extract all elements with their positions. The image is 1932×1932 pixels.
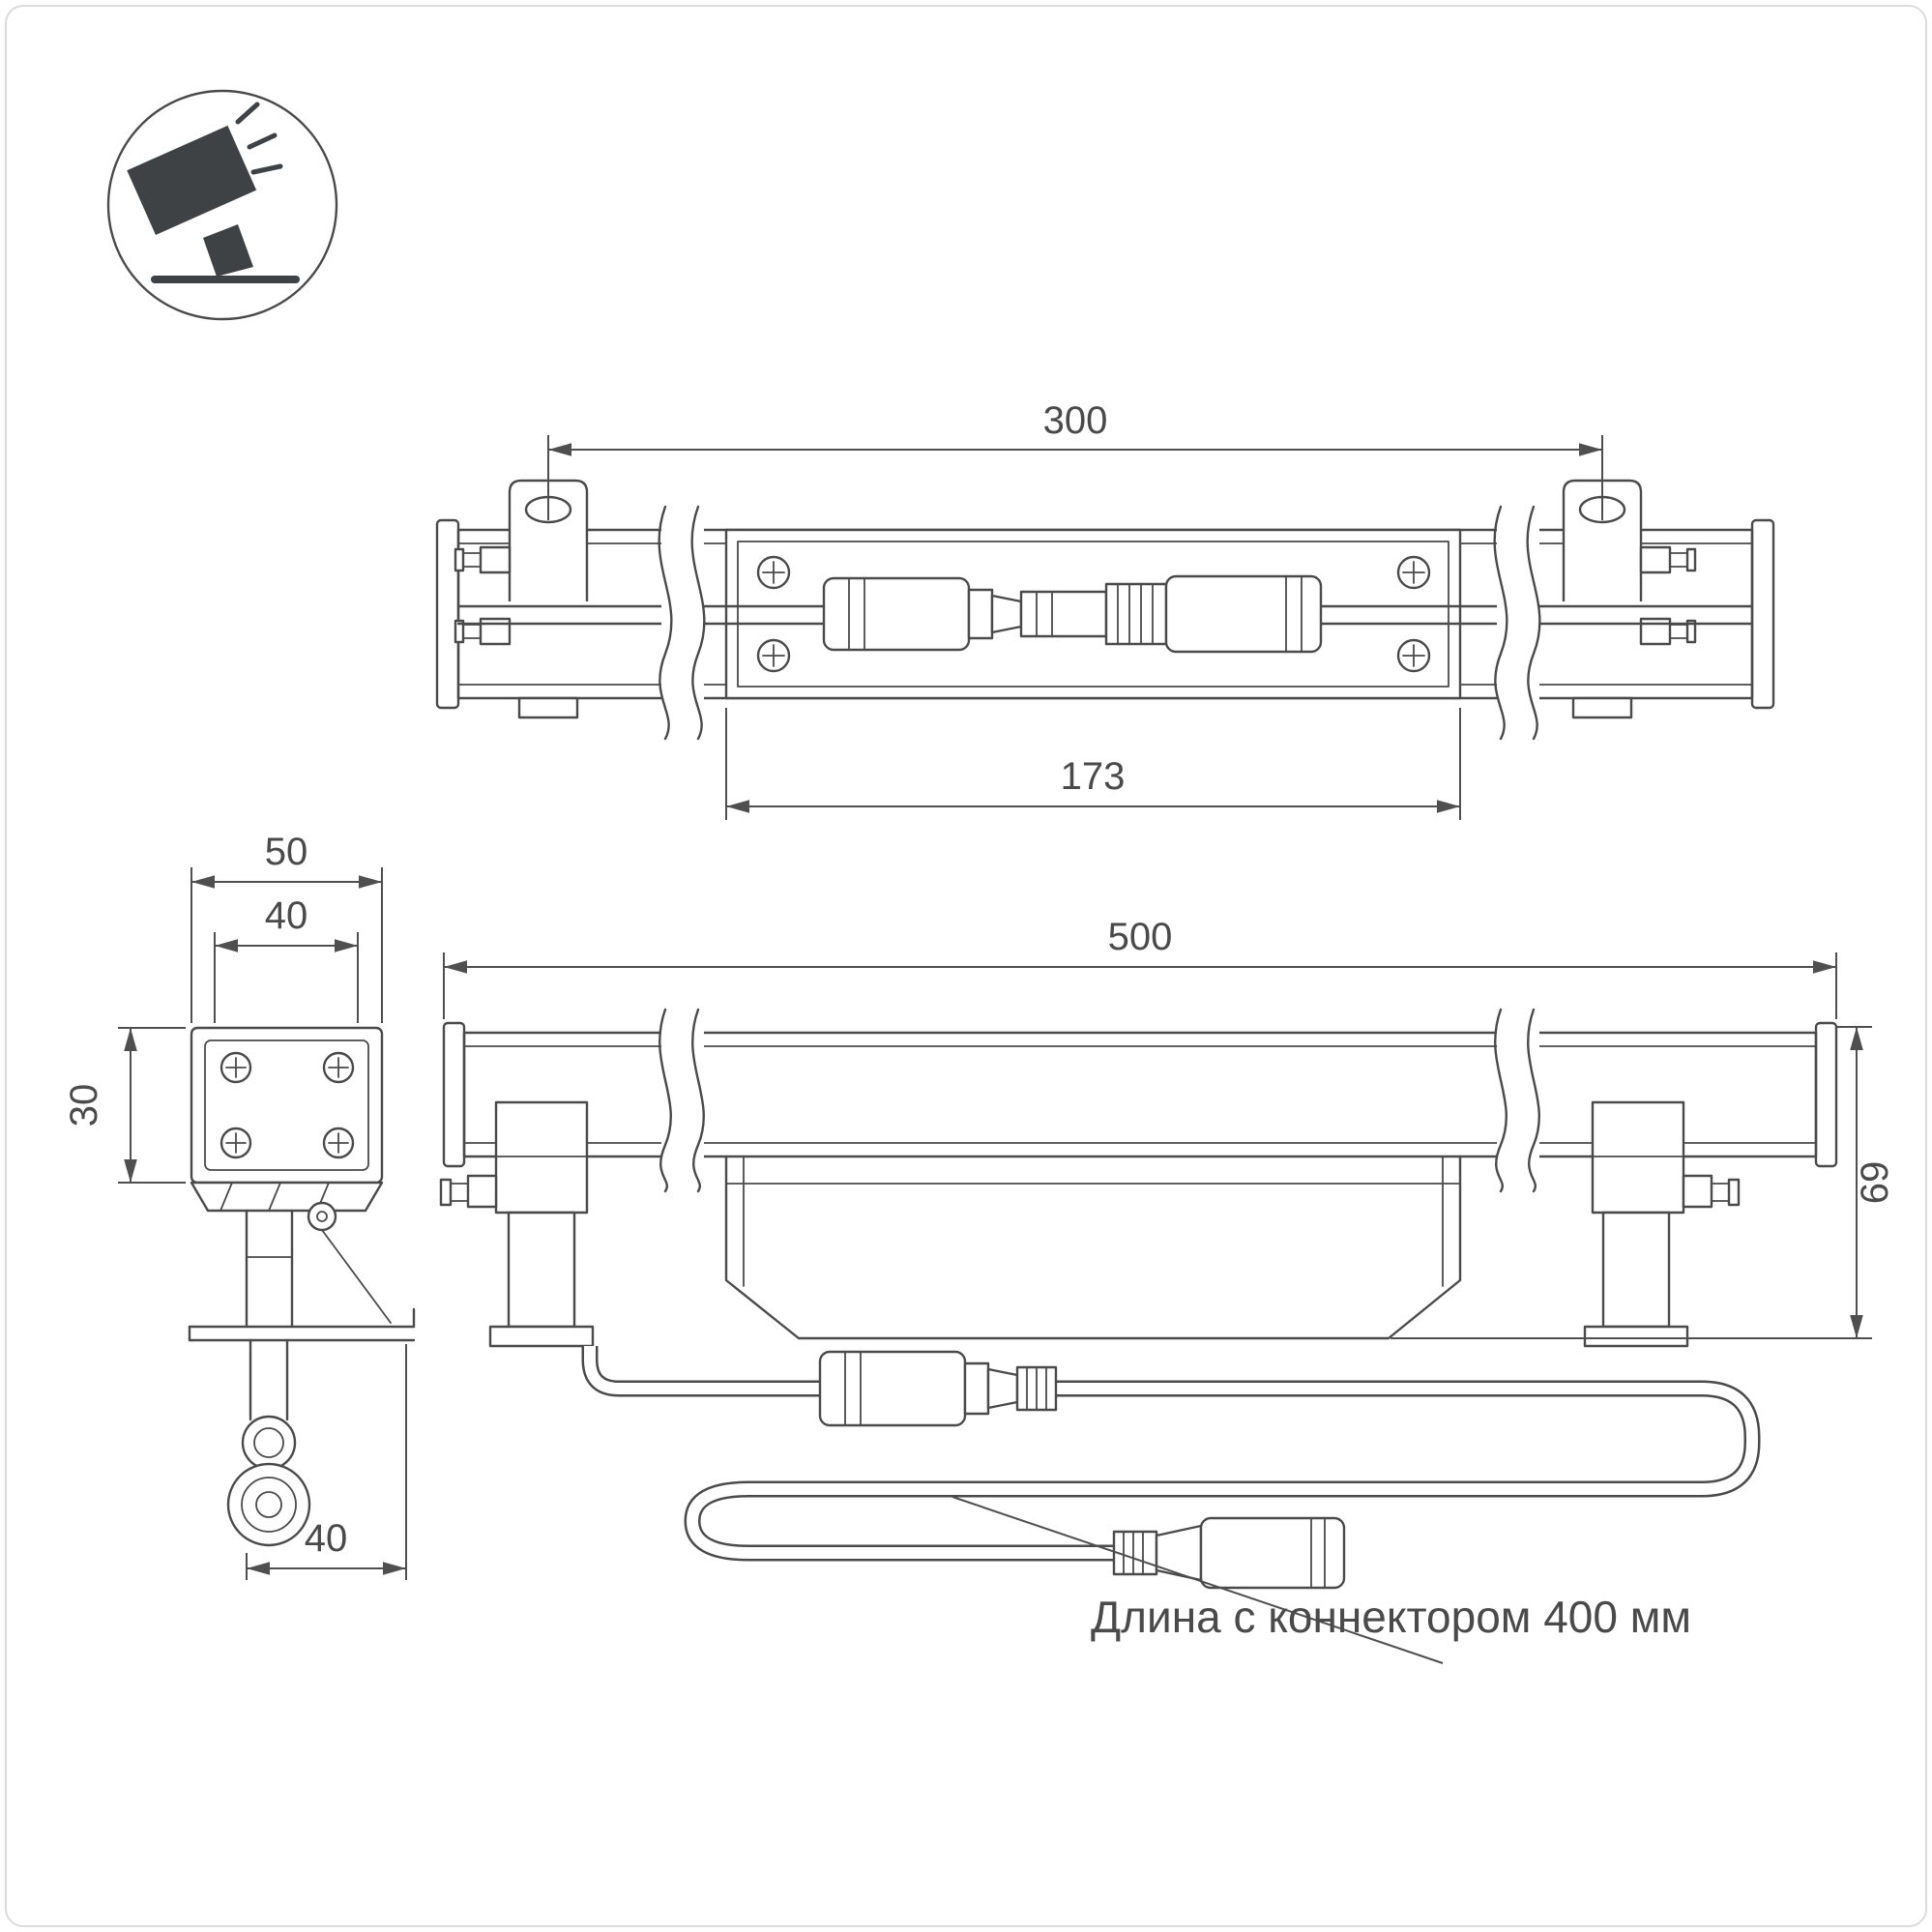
screw-icon [322,1051,355,1084]
front-cables [581,1346,1761,1562]
leader-line [951,1496,1444,1664]
screw-icon [1396,555,1431,590]
profile-flange [190,1181,384,1213]
connector-barrel [822,576,971,652]
bracket-arm [507,1211,576,1329]
dimension-side-body-height: 30 [63,1027,186,1184]
dim-label-side-body-width: 40 [265,894,308,937]
mounting-bracket-right [1562,479,1697,719]
screw-icon [220,1051,252,1084]
bracket-foot [488,1325,595,1348]
floodlight-ground-icon [106,89,338,321]
break-mark-right-front [1494,1008,1540,1193]
light-rays-icon [235,102,283,175]
bracket-clamp [494,1100,589,1215]
connector-plug-nose [986,1367,1019,1410]
front-view: 500 69 Длина с коннектором 400 мм [439,916,1896,1664]
top-view: 300 173 [435,399,1775,820]
front-cable-end-connector [1112,1516,1346,1590]
connector-plug-nose [990,594,1023,634]
connector-plug-nose [1155,1524,1203,1582]
connector-ridges [1104,582,1168,646]
break-mark-right-top [1493,505,1541,741]
screw-icon [756,638,791,673]
dim-label-top-body: 173 [1061,755,1126,798]
bracket-clamp [1591,1100,1685,1215]
dim-label-front-length: 500 [1108,916,1173,958]
floodlight-stand [203,224,253,277]
screw-icon [756,555,791,590]
dim-label-top-overall: 300 [1043,399,1108,442]
front-bracket-left [439,1100,595,1348]
front-bracket-right [1583,1100,1741,1348]
page-frame [5,5,1927,1927]
bracket-bolt [1639,545,1672,574]
bracket-bolt [466,1174,498,1209]
side-view: 50 40 30 40 [63,831,416,1580]
screw-icon [220,1127,252,1159]
dimension-top-overall: 300 [547,399,1603,520]
bracket-arm [1601,1211,1671,1329]
connector-ridges [1112,1530,1158,1576]
connector-length-note: Длина с коннектором 400 мм [1091,1592,1691,1642]
pivot-knob [307,1201,337,1232]
profile-cross-section [190,1026,384,1213]
side-bracket [188,1201,416,1342]
screw-icon [322,1127,355,1159]
dimension-front-height: 69 [1390,1026,1896,1339]
connector-barrel [1164,574,1323,654]
front-cable-connector-inline [818,1350,1058,1427]
bracket-foot [1583,1325,1689,1348]
dimension-side-bottom-width: 40 [246,1344,407,1580]
bar-body [462,1031,1818,1158]
dimension-side-body-width: 40 [214,894,359,1023]
bracket-bolt [1682,1174,1713,1209]
mounting-bracket-left [454,479,589,719]
dimension-top-body: 173 [725,708,1461,820]
break-mark-left-top [658,505,706,741]
dimension-front-length: 500 [443,916,1837,1019]
dim-label-side-body-height: 30 [63,1084,105,1127]
screw-icon [1396,638,1431,673]
driver-housing [724,1155,1462,1340]
cable-connectors-top [822,574,1323,654]
floodlight-head [127,125,257,235]
dim-label-side-bottom-width: 40 [305,1517,348,1560]
break-mark-left-front [659,1008,705,1193]
connector-barrel [818,1350,967,1427]
connector-end-view [226,1462,311,1547]
bar-end-cap-left [442,1021,466,1168]
connector-barrel [1199,1516,1346,1590]
dimension-side-top-width: 50 [190,831,383,1023]
bar-end-cap-right [1750,518,1775,710]
side-cable [226,1338,311,1547]
bar-end-cap-right [1814,1021,1838,1168]
dim-label-front-height: 69 [1854,1161,1896,1205]
bracket-bolt [479,545,512,574]
icon-circle [106,89,338,321]
dim-label-side-top-width: 50 [265,831,308,873]
